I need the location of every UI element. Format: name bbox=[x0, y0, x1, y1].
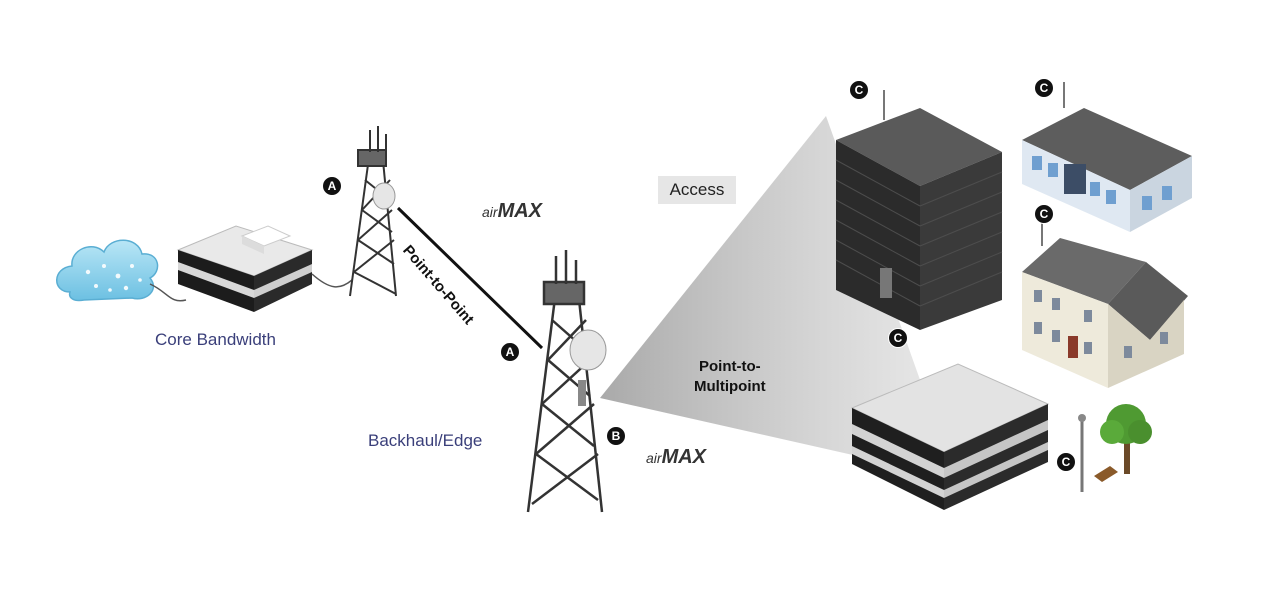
badge-c-street: C bbox=[1056, 452, 1076, 472]
airmax-logo-bottom: airMAX bbox=[646, 446, 706, 469]
badge-c-office: C bbox=[849, 80, 869, 100]
tower-a-left bbox=[349, 126, 397, 297]
airmax-prefix: air bbox=[482, 204, 498, 220]
core-router bbox=[176, 225, 314, 312]
datacenter-building bbox=[850, 363, 1050, 510]
tower-b-center bbox=[526, 250, 604, 513]
airmax-name: MAX bbox=[661, 446, 707, 468]
badge-c-house: C bbox=[1034, 204, 1054, 224]
multipoint-beam bbox=[600, 116, 955, 478]
point-to-multipoint-label: Point-to- Multipoint bbox=[694, 357, 766, 397]
house-building bbox=[1022, 214, 1188, 388]
airmax-logo-top: airMAX bbox=[482, 200, 542, 223]
core-bandwidth-label: Core Bandwidth bbox=[155, 330, 276, 349]
cable-router-tower bbox=[311, 273, 353, 288]
cloud-icon bbox=[56, 239, 159, 302]
badge-b-tower-center: B bbox=[606, 426, 626, 446]
office-building bbox=[835, 90, 1003, 330]
access-label: Access bbox=[658, 176, 736, 204]
point-to-multipoint-line1: Point-to- bbox=[699, 358, 761, 375]
badge-a-tower-center: A bbox=[500, 342, 520, 362]
badge-c-small-office: C bbox=[1034, 78, 1054, 98]
cable-cloud-router bbox=[149, 283, 187, 302]
badge-c-datacenter: C bbox=[888, 328, 908, 348]
badge-a-tower-left: A bbox=[322, 176, 342, 196]
small-office-building bbox=[1022, 82, 1192, 232]
airmax-prefix: air bbox=[646, 450, 662, 466]
point-to-multipoint-line2: Multipoint bbox=[694, 378, 766, 395]
point-to-point-link bbox=[396, 206, 544, 350]
dish-tower-b-center bbox=[569, 329, 607, 371]
street-scene bbox=[1078, 404, 1152, 492]
airmax-name: MAX bbox=[497, 200, 543, 222]
backhaul-edge-label: Backhaul/Edge bbox=[368, 431, 483, 450]
sector-antenna bbox=[578, 380, 586, 406]
dish-tower-a-left bbox=[372, 182, 396, 210]
